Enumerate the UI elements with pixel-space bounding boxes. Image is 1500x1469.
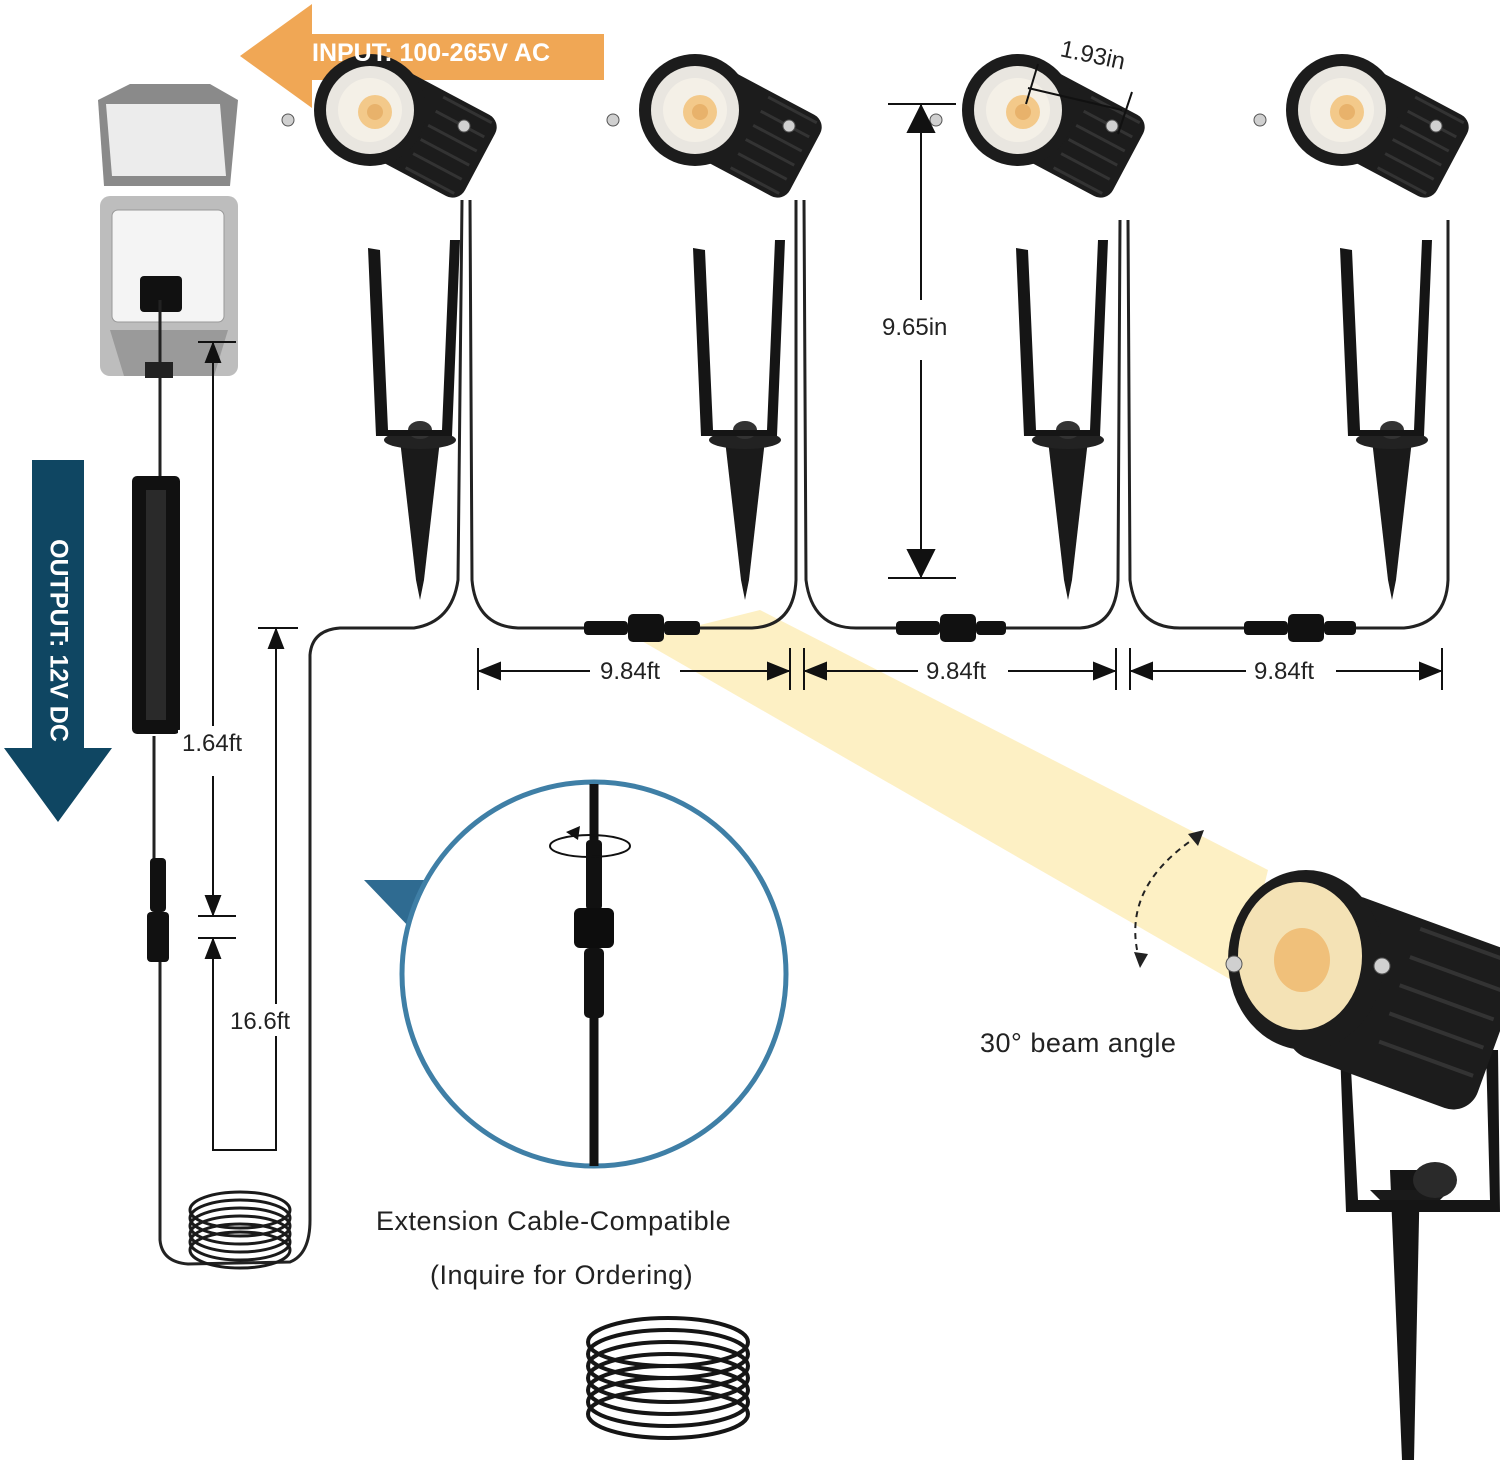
spotlight-icon <box>928 52 1152 602</box>
output-label: OUTPUT: 12V DC <box>44 539 73 742</box>
spotlight-icon <box>1252 52 1476 602</box>
input-label: INPUT: 100-265V AC <box>312 39 551 67</box>
ordering-caption: (Inquire for Ordering) <box>430 1260 694 1290</box>
lead-cable-length-label: 16.6ft <box>226 1008 295 1036</box>
connector-icon <box>896 614 1006 642</box>
light-height-label: 9.65in <box>878 314 952 342</box>
beam-angle-label: 30° beam angle <box>980 1028 1177 1058</box>
connector-icon <box>584 614 700 642</box>
spotlight-icon <box>1225 870 1500 1460</box>
spacing-label-2: 9.84ft <box>922 658 991 686</box>
magnifier-detail <box>364 779 789 1169</box>
output-arrow <box>4 460 112 822</box>
connector-icon <box>1244 614 1356 642</box>
connector-icon <box>147 858 169 962</box>
cable-coil-icon <box>188 1190 292 1270</box>
extension-caption: Extension Cable-Compatible <box>376 1206 732 1236</box>
plug-adapter-length-label: 1.64ft <box>178 730 247 758</box>
cable-coil-icon <box>586 1316 750 1440</box>
input-arrow <box>240 4 604 108</box>
outlet-icon <box>98 84 238 378</box>
spotlight-icon <box>605 52 829 602</box>
spacing-label-1: 9.84ft <box>596 658 665 686</box>
beam-angle-arc <box>1134 830 1204 968</box>
beam-light <box>640 610 1268 985</box>
rotate-icon <box>549 826 631 858</box>
power-adapter-icon <box>132 476 180 734</box>
spacing-label-3: 9.84ft <box>1250 658 1319 686</box>
spotlight-icon <box>280 52 504 602</box>
